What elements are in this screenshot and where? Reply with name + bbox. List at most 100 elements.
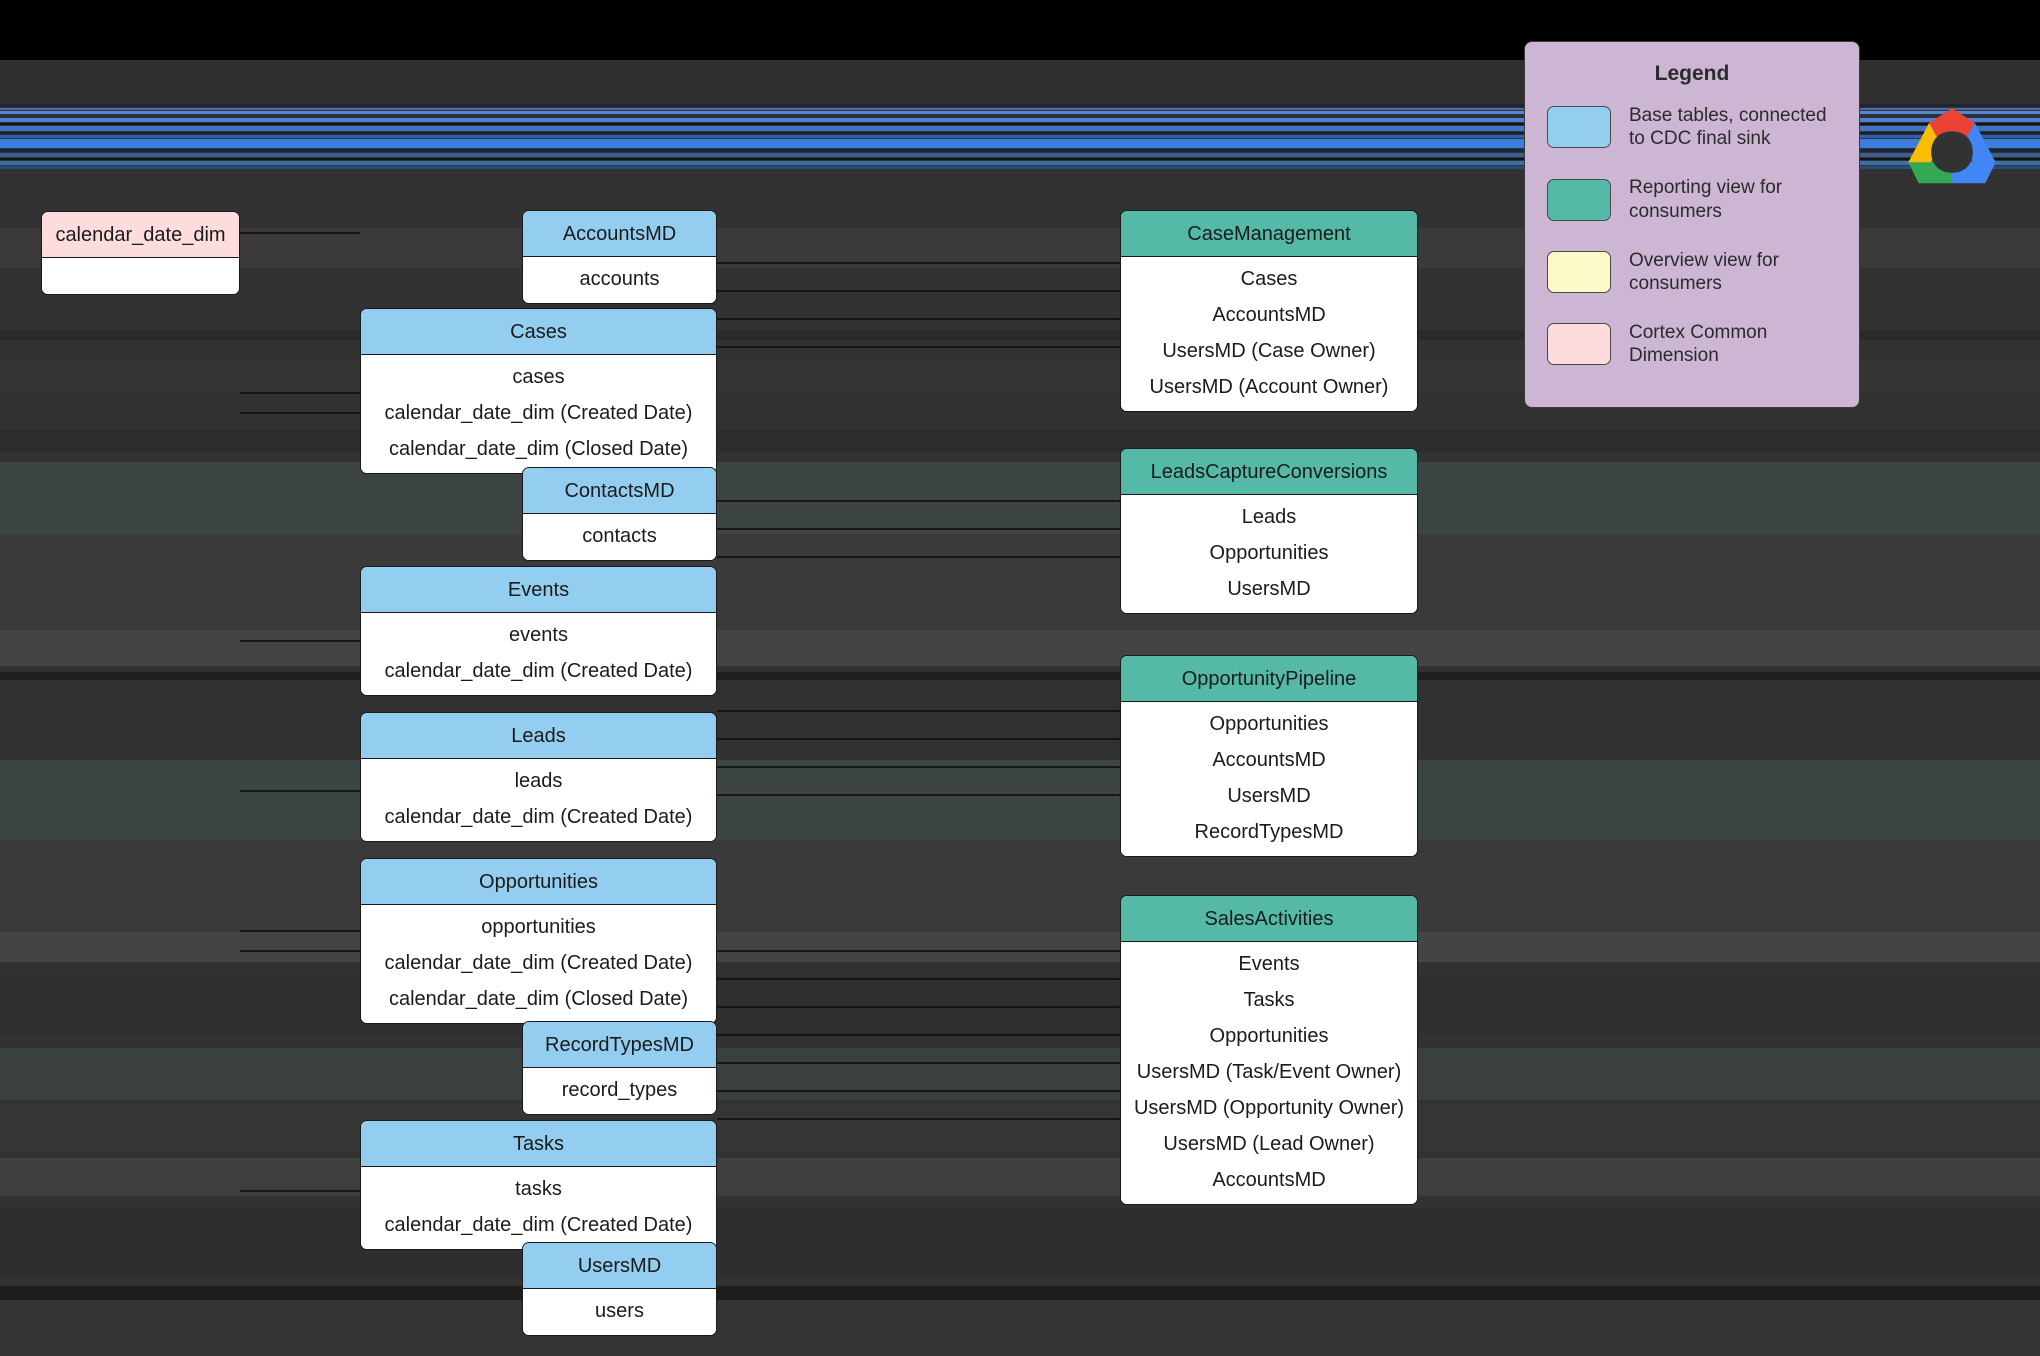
legend-item: Base tables, connected to CDC final sink: [1547, 104, 1837, 150]
connector-line: [240, 412, 360, 414]
connector-line: [240, 950, 360, 952]
connector-line: [717, 794, 1120, 796]
node-row: Opportunities: [1209, 713, 1329, 735]
scanline: [0, 111, 2040, 114]
node-rows: [42, 258, 239, 294]
node-row: tasks: [515, 1178, 562, 1200]
node-row: UsersMD (Account Owner): [1149, 376, 1389, 398]
node-tasks[interactable]: Tasks tasks calendar_date_dim (Created D…: [360, 1120, 717, 1250]
node-rows: cases calendar_date_dim (Created Date) c…: [361, 355, 716, 473]
connector-line: [717, 1090, 1120, 1092]
node-row: calendar_date_dim (Closed Date): [388, 988, 689, 1010]
node-title: AccountsMD: [523, 211, 716, 257]
node-title: Leads: [361, 713, 716, 759]
connector-line: [717, 1006, 1120, 1008]
node-title: calendar_date_dim: [42, 212, 239, 258]
connector-line: [717, 950, 1120, 952]
scanline: [0, 132, 2040, 134]
legend-item: Cortex Common Dimension: [1547, 321, 1837, 367]
legend-title: Legend: [1654, 62, 1730, 85]
legend-panel: Legend Base tables, connected to CDC fin…: [1524, 41, 1860, 408]
node-users-md[interactable]: UsersMD users: [522, 1242, 717, 1336]
node-title: Opportunities: [361, 859, 716, 905]
connector-line: [240, 232, 360, 234]
node-events[interactable]: Events events calendar_date_dim (Created…: [360, 566, 717, 696]
scanline: [0, 104, 2040, 107]
node-row: RecordTypesMD: [1194, 821, 1344, 843]
node-case-management[interactable]: CaseManagement Cases AccountsMD UsersMD …: [1120, 210, 1418, 412]
node-leads[interactable]: Leads leads calendar_date_dim (Created D…: [360, 712, 717, 842]
connector-line: [717, 262, 1120, 264]
node-opportunities[interactable]: Opportunities opportunities calendar_dat…: [360, 858, 717, 1024]
scanline: [0, 118, 2040, 122]
node-rows: record_types: [523, 1068, 716, 1114]
node-rows: tasks calendar_date_dim (Created Date): [361, 1167, 716, 1249]
node-row: cases: [512, 366, 565, 388]
node-title: Cases: [361, 309, 716, 355]
node-row: AccountsMD: [1212, 1169, 1326, 1191]
connector-line: [240, 1190, 360, 1192]
node-row: contacts: [582, 525, 657, 547]
legend-items: Base tables, connected to CDC final sink…: [1547, 104, 1837, 367]
legend-label: Overview view for consumers: [1629, 249, 1779, 294]
node-sales-activities[interactable]: SalesActivities Events Tasks Opportuniti…: [1120, 895, 1418, 1205]
node-title: SalesActivities: [1121, 896, 1417, 942]
scanline: [0, 115, 2040, 117]
node-row: Cases: [1240, 268, 1298, 290]
scanline: [0, 158, 2040, 160]
node-row: calendar_date_dim (Closed Date): [388, 438, 689, 460]
connector-line: [717, 1034, 1120, 1036]
node-row: UsersMD (Case Owner): [1162, 340, 1376, 362]
scanline-artifact: [0, 104, 2040, 170]
google-cloud-logo: [1900, 104, 2004, 200]
node-row: UsersMD (Opportunity Owner): [1133, 1097, 1405, 1119]
node-title: Tasks: [361, 1121, 716, 1167]
node-row: calendar_date_dim (Created Date): [384, 806, 693, 828]
node-title: OpportunityPipeline: [1121, 656, 1417, 702]
scanline: [0, 135, 2040, 138]
node-row: Leads: [1241, 506, 1297, 528]
node-title: CaseManagement: [1121, 211, 1417, 257]
node-row: Events: [1238, 953, 1300, 975]
connector-line: [717, 766, 1120, 768]
node-rows: events calendar_date_dim (Created Date): [361, 613, 716, 695]
connector-line: [717, 738, 1120, 740]
connector-line: [717, 290, 1120, 292]
node-row: Opportunities: [1209, 1025, 1329, 1047]
connector-line: [717, 710, 1120, 712]
node-row: events: [509, 624, 568, 646]
connector-line: [240, 790, 360, 792]
node-accounts-md[interactable]: AccountsMD accounts: [522, 210, 717, 304]
node-row: UsersMD: [1227, 578, 1311, 600]
node-row: UsersMD (Task/Event Owner): [1136, 1061, 1402, 1083]
scanline: [0, 126, 2040, 131]
node-cases[interactable]: Cases cases calendar_date_dim (Created D…: [360, 308, 717, 474]
connector-line: [717, 978, 1120, 980]
connector-line: [240, 640, 360, 642]
node-row: AccountsMD: [1212, 749, 1326, 771]
node-row: UsersMD: [1227, 785, 1311, 807]
node-rows: Events Tasks Opportunities UsersMD (Task…: [1121, 942, 1417, 1204]
node-rows: Leads Opportunities UsersMD: [1121, 495, 1417, 613]
node-title: Events: [361, 567, 716, 613]
scanline: [0, 166, 2040, 169]
node-rows: users: [523, 1289, 716, 1335]
node-opportunity-pipeline[interactable]: OpportunityPipeline Opportunities Accoun…: [1120, 655, 1418, 857]
node-contacts-md[interactable]: ContactsMD contacts: [522, 467, 717, 561]
node-row: opportunities: [481, 916, 596, 938]
scanline: [0, 139, 2040, 148]
connector-line: [240, 392, 360, 394]
node-rows: Opportunities AccountsMD UsersMD RecordT…: [1121, 702, 1417, 856]
node-title: UsersMD: [523, 1243, 716, 1289]
node-calendar-date-dim[interactable]: calendar_date_dim: [41, 211, 240, 295]
scanline: [0, 153, 2040, 157]
node-leads-capture-conversions[interactable]: LeadsCaptureConversions Leads Opportunit…: [1120, 448, 1418, 614]
node-rows: Cases AccountsMD UsersMD (Case Owner) Us…: [1121, 257, 1417, 411]
connector-line: [717, 1118, 1120, 1120]
node-row: accounts: [579, 268, 660, 290]
node-record-types-md[interactable]: RecordTypesMD record_types: [522, 1021, 717, 1115]
node-row: record_types: [561, 1079, 678, 1101]
node-row: calendar_date_dim (Created Date): [384, 660, 693, 682]
legend-label: Base tables, connected to CDC final sink: [1629, 105, 1827, 150]
scanline: [0, 161, 2040, 165]
